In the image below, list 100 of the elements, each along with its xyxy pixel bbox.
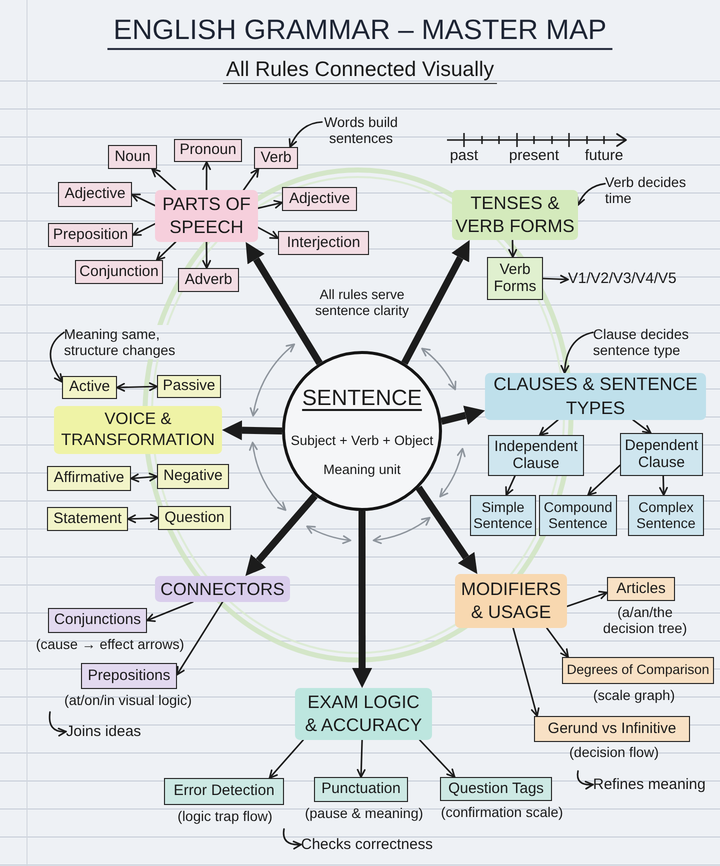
term-box: Verb Forms	[487, 257, 543, 300]
arrow	[132, 223, 156, 236]
term-box: Conjunction	[75, 260, 163, 284]
box-caption: (scale graph)	[593, 687, 675, 704]
timeline-label: future	[584, 147, 624, 164]
term-box: Negative	[157, 464, 229, 489]
double-arrow	[116, 382, 158, 392]
thick-arrow	[222, 420, 282, 440]
hook-arrow	[48, 711, 67, 736]
term-box: Pronoun	[174, 139, 242, 162]
box-caption: (at/on/in visual logic)	[64, 692, 192, 708]
term-box: Interjection	[278, 231, 369, 255]
highlighted-heading: EXAM LOGIC & ACCURACY	[295, 688, 432, 740]
term-box: Adjective	[282, 187, 357, 211]
arrow	[512, 627, 540, 717]
verb-forms-text: V1/V2/V3/V4/V5	[568, 270, 676, 288]
circle-text: Subject + Verb + Object	[290, 433, 434, 450]
term-box: Active	[62, 376, 117, 399]
annotation-note: Words build sentences	[322, 114, 400, 146]
box-caption: (confirmation scale)	[440, 804, 564, 820]
highlighted-heading: TENSES & VERB FORMS	[452, 190, 578, 240]
thick-arrow	[401, 240, 470, 365]
timeline-label: present	[508, 147, 560, 164]
arrow	[131, 194, 156, 206]
box-caption: (a/an/the decision tree)	[602, 604, 688, 636]
term-box: Gerund vs Infinitive	[534, 716, 690, 742]
term-box: Question	[158, 506, 231, 530]
subtitle: All Rules Connected Visually	[222, 57, 498, 84]
arrow	[587, 464, 621, 496]
arrow	[632, 419, 652, 434]
arrow	[356, 739, 366, 778]
term-box: Adjective	[58, 182, 132, 207]
term-box: Independent Clause	[488, 435, 584, 476]
term-box: Affirmative	[47, 466, 131, 491]
summary-note: Checks correctness	[301, 836, 433, 854]
double-arrow	[127, 514, 159, 524]
term-box: Statement	[47, 507, 128, 531]
arrow	[418, 739, 456, 778]
arrow	[176, 601, 224, 676]
highlighted-heading: MODIFIERS & USAGE	[455, 574, 567, 628]
box-caption: (cause → effect arrows)	[36, 636, 184, 652]
arrow	[257, 200, 283, 209]
highlighted-heading: PARTS OF SPEECH	[155, 190, 258, 242]
arrow	[566, 590, 608, 608]
annotation-note: Clause decides sentence type	[593, 326, 693, 358]
term-box: Complex Sentence	[628, 495, 704, 536]
term-box: Preposition	[48, 223, 133, 247]
arrow	[546, 627, 569, 658]
thick-arrow	[416, 486, 478, 574]
thick-arrow	[352, 511, 372, 688]
arrow	[268, 739, 304, 779]
box-caption: (pause & meaning)	[304, 805, 424, 822]
thick-arrow	[245, 493, 318, 576]
highlighted-heading: CONNECTORS	[155, 576, 290, 602]
curved-arrow	[50, 332, 65, 383]
curved-arrow	[576, 182, 606, 206]
term-box: Noun	[108, 145, 157, 169]
term-box: Articles	[607, 577, 675, 601]
curved-arrow	[288, 121, 323, 148]
circle-heading: SENTENCE	[302, 385, 422, 412]
arrow	[257, 226, 279, 239]
arrow	[659, 475, 668, 496]
arrow	[505, 475, 516, 496]
term-box: Verb	[254, 147, 298, 169]
arrow	[151, 168, 176, 191]
annotation-note: Meaning same, structure changes	[64, 326, 182, 358]
double-arrow	[130, 472, 158, 482]
box-caption: (logic trap flow)	[178, 808, 272, 824]
arrow	[242, 168, 260, 191]
term-box: Punctuation	[314, 777, 408, 802]
arrow	[542, 274, 569, 284]
arrow	[202, 241, 212, 269]
thick-arrow	[246, 242, 323, 366]
arrow	[156, 241, 176, 261]
annotation-note: Verb decides time	[605, 174, 693, 206]
center-note: All rules serve sentence clarity	[314, 287, 410, 318]
arrow	[508, 239, 518, 258]
arrow	[539, 419, 559, 436]
box-caption: (decision flow)	[569, 744, 659, 760]
timeline-label: past	[450, 147, 478, 164]
term-box: Adverb	[178, 268, 239, 292]
term-box: Degrees of Comparison	[562, 657, 714, 684]
term-box: Compound Sentence	[539, 495, 617, 536]
summary-note: Refines meaning	[593, 776, 706, 794]
highlighted-heading: CLAUSES & SENTENCE TYPES	[485, 373, 706, 420]
summary-note: Joins ideas	[66, 723, 142, 740]
page-title: ENGLISH GRAMMAR – MASTER MAP	[107, 12, 613, 50]
circle-text: Meaning unit	[323, 462, 401, 478]
term-box: Dependent Clause	[620, 433, 703, 476]
term-box: Question Tags	[440, 777, 552, 801]
hook-arrow	[576, 770, 594, 790]
curved-arrow	[560, 332, 594, 374]
term-box: Error Detection	[164, 778, 284, 805]
term-box: Prepositions	[81, 663, 177, 689]
hook-arrow	[282, 828, 302, 850]
highlighted-heading: VOICE & TRANSFORMATION	[54, 406, 222, 454]
term-box: Simple Sentence	[470, 495, 536, 536]
term-box: Conjunctions	[48, 608, 147, 633]
thick-arrow	[440, 406, 485, 425]
arrow	[202, 161, 211, 191]
